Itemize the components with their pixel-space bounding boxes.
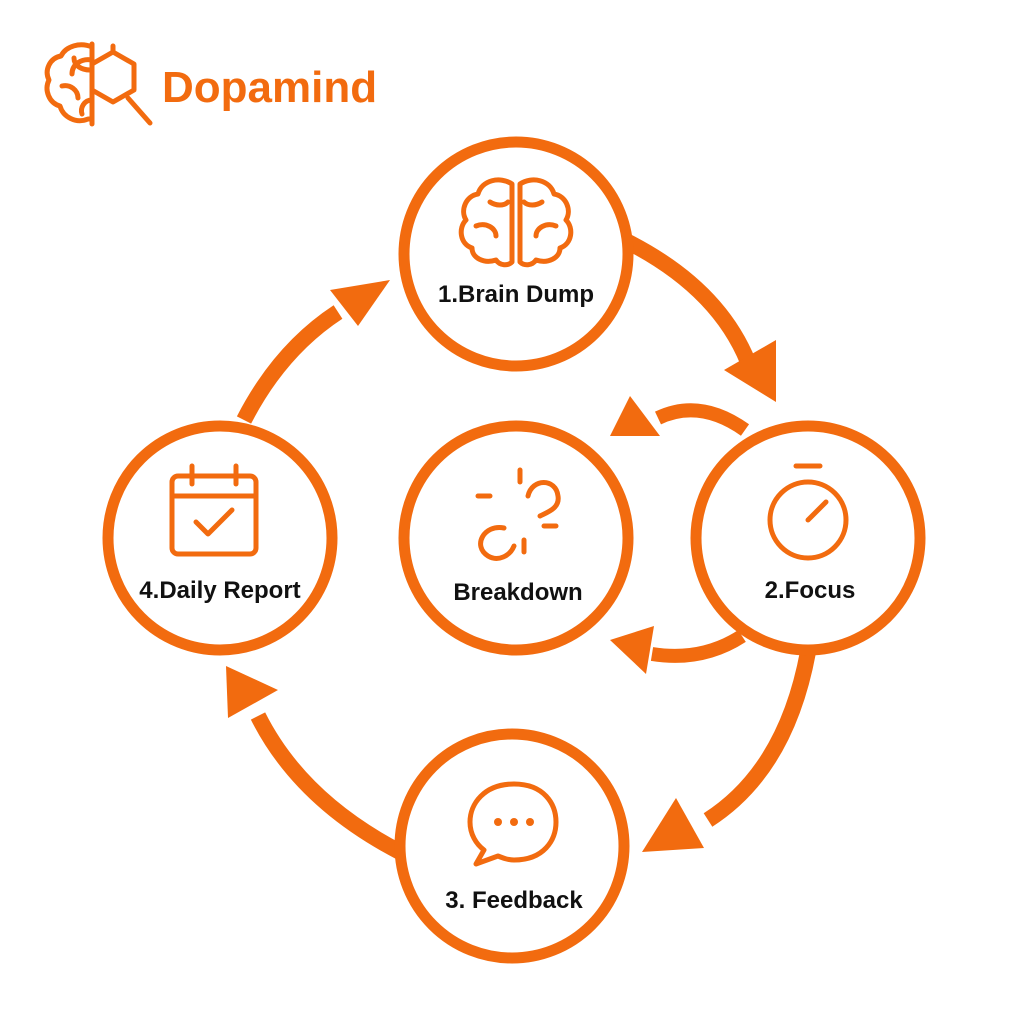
arrow-heads — [226, 280, 776, 852]
node-circle — [398, 420, 634, 656]
brand-logo: Dopamind — [44, 41, 377, 127]
arrow-feedback-to-daily-report — [250, 712, 404, 860]
node-circle — [102, 420, 338, 656]
brain-icon — [458, 177, 574, 268]
node-circle — [398, 136, 634, 372]
arrowhead-brain-dump — [330, 280, 390, 326]
node-circle — [690, 420, 926, 656]
node-label: 2.Focus — [765, 577, 856, 604]
node-label: Breakdown — [453, 579, 582, 606]
brain-molecule-icon — [44, 41, 153, 127]
arrowhead-focus — [724, 340, 776, 402]
calendar-check-icon — [169, 463, 259, 557]
stopwatch-icon — [767, 463, 849, 561]
node-daily-report: 4.Daily Report — [102, 420, 338, 656]
node-label: 3. Feedback — [445, 887, 583, 914]
broken-link-icon — [475, 467, 561, 561]
arrow-daily-report-to-brain-dump — [236, 305, 343, 424]
arrowhead-daily-report — [226, 666, 278, 718]
arrow-focus-to-feedback — [703, 650, 816, 827]
arrowhead-breakdown-lower — [610, 626, 654, 674]
arrow-brain-dump-to-focus — [624, 234, 756, 366]
arrowhead-breakdown-upper — [610, 396, 660, 436]
chat-bubble-icon — [467, 781, 559, 867]
arrowhead-feedback — [642, 798, 704, 852]
node-label: 4.Daily Report — [139, 577, 300, 604]
node-label: 1.Brain Dump — [438, 281, 594, 308]
arrow-focus-to-breakdown-upper — [654, 403, 750, 436]
node-breakdown: Breakdown — [398, 420, 634, 656]
cycle-arrows — [236, 234, 816, 860]
brand-name: Dopamind — [162, 63, 377, 112]
node-circle — [394, 728, 630, 964]
node-brain-dump: 1.Brain Dump — [398, 136, 634, 372]
node-feedback: 3. Feedback — [394, 728, 630, 964]
arrow-focus-to-breakdown-lower — [650, 630, 746, 663]
node-focus: 2.Focus — [690, 420, 926, 656]
